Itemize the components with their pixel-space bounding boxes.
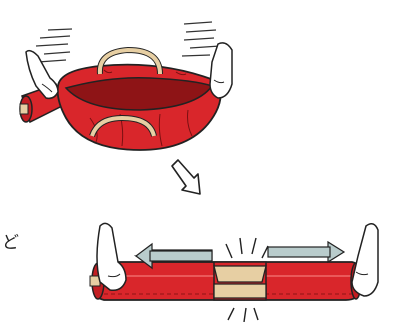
- side-text: ど: [2, 228, 19, 253]
- hands-pulling-folded-bag-icon: [90, 223, 378, 322]
- hands-opening-bag-icon: [20, 22, 232, 150]
- down-right-arrow-icon: [172, 160, 200, 194]
